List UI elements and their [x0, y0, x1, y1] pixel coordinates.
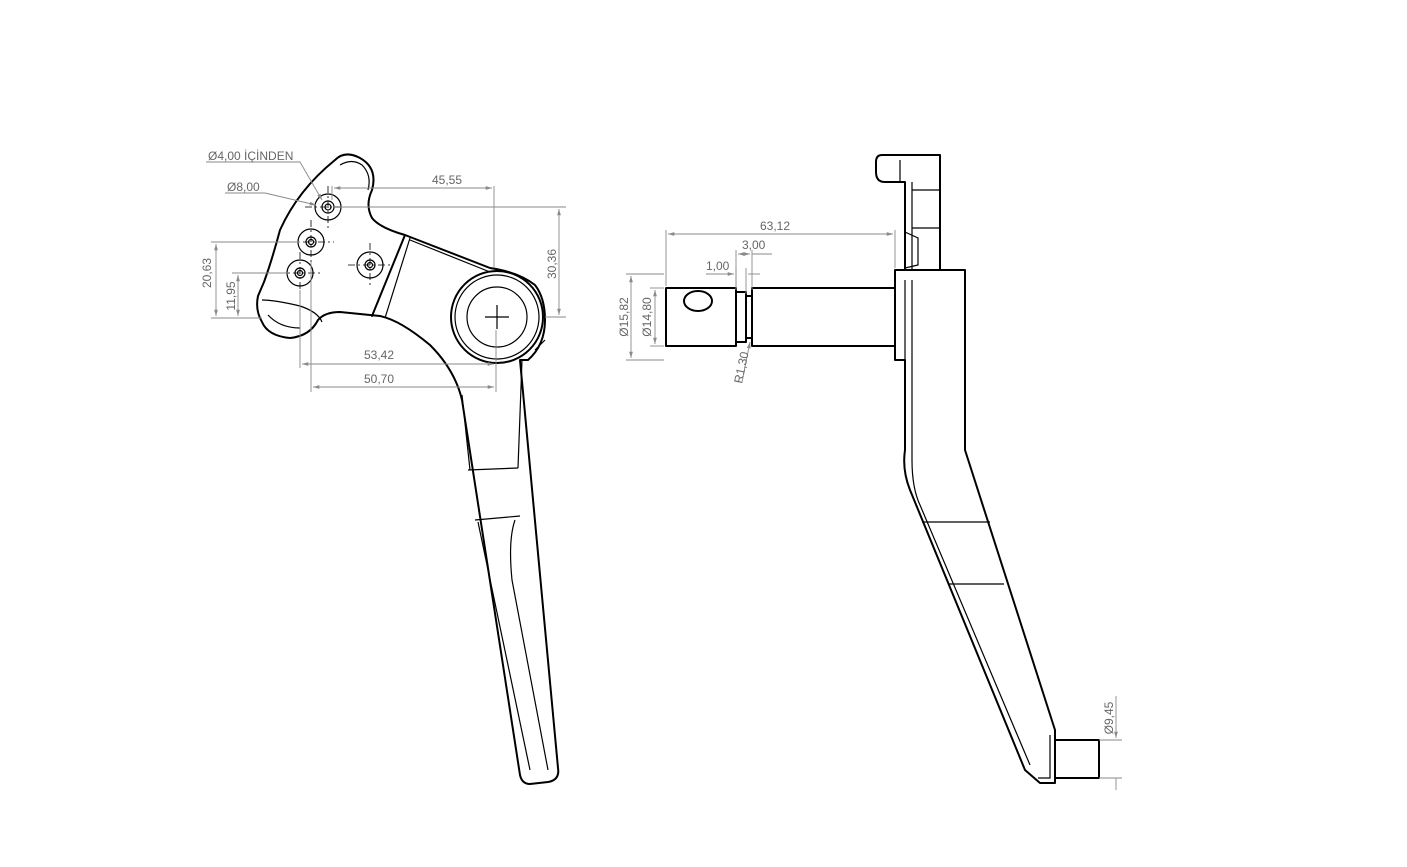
dim-20-63: 20,63: [200, 258, 214, 288]
front-view: [256, 153, 560, 785]
shaft: [665, 287, 896, 347]
dim-30-36: 30,36: [545, 249, 559, 279]
dim-11-95: 11,95: [224, 281, 238, 310]
dim-63-12: 63,12: [760, 219, 790, 233]
side-view-dimensions: 63,12 3,00 1,00 Ø15,82 Ø14,80 R1,30 Ø9,4…: [617, 219, 1122, 790]
front-view-dimensions: Ø4,00 İÇİNDEN Ø8,00 45,55 30,36 20,63 11…: [200, 149, 566, 392]
dim-50-70: 50,70: [364, 372, 394, 386]
dim-53-42: 53,42: [364, 348, 394, 362]
dim-dia-14-80: Ø14,80: [640, 297, 654, 337]
side-view: [665, 154, 1100, 784]
dim-r-1-30: R1,30: [731, 350, 751, 385]
dim-hole-outer: Ø8,00: [227, 180, 260, 194]
dim-1-00: 1,00: [706, 259, 730, 273]
dim-dia-9-45: Ø9,45: [1102, 701, 1116, 734]
dim-45-55: 45,55: [432, 173, 462, 187]
dim-hole-inner: Ø4,00 İÇİNDEN: [208, 149, 293, 163]
dim-dia-15-82: Ø15,82: [617, 297, 631, 337]
dim-3-00: 3,00: [742, 238, 766, 252]
